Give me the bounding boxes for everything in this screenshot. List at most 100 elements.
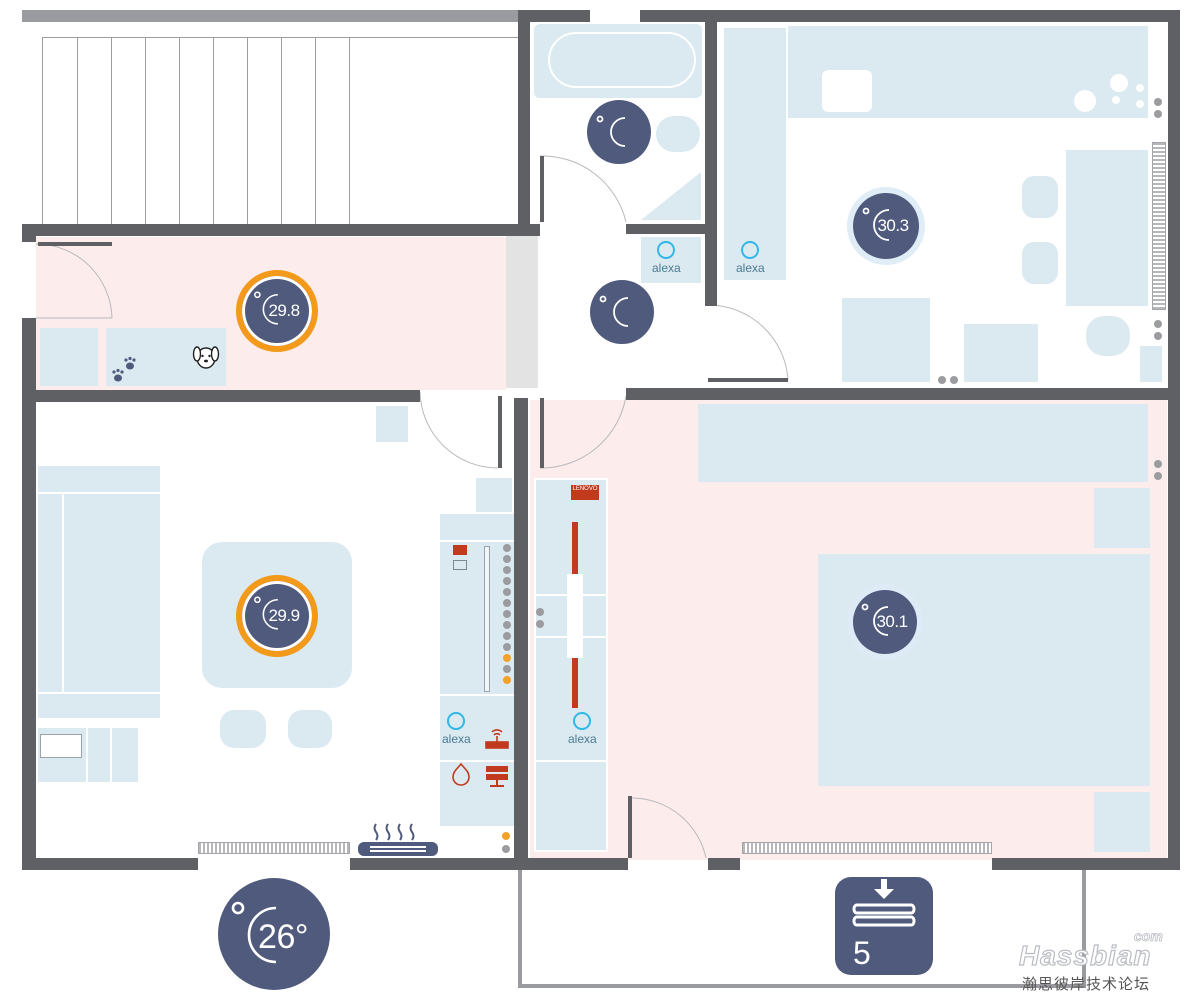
dining-chair [1022, 242, 1058, 284]
alexa-icon[interactable]: alexa [736, 241, 765, 275]
wall [708, 858, 740, 870]
stove-burner [1110, 74, 1128, 92]
thermostat-value: 29.8 [268, 301, 300, 320]
tv-screen [484, 546, 490, 692]
network-switch-icon[interactable] [484, 764, 510, 790]
thermostat-icon [596, 115, 626, 147]
stove-burner [1112, 96, 1120, 104]
sensor-dot[interactable] [1154, 98, 1162, 106]
thermostat-kitchen[interactable]: 30.3 [853, 193, 919, 259]
alexa-label: alexa [568, 732, 597, 746]
stair-step [315, 37, 316, 225]
stair-step [213, 37, 214, 225]
pouf [220, 710, 266, 748]
side-cabinet-divider [86, 728, 88, 782]
thermostat-value: 30.3 [877, 216, 909, 235]
stove-burner [1074, 90, 1096, 112]
sensor-dot[interactable] [1154, 110, 1162, 118]
balcony-rail [518, 870, 522, 988]
vacuum-count: 5 [853, 935, 871, 971]
kitchen-bin [1140, 346, 1162, 382]
sensor-dot[interactable] [503, 599, 511, 607]
wall [22, 858, 198, 870]
radiator [742, 842, 992, 854]
sensor-dot[interactable] [503, 588, 511, 596]
sensor-dot[interactable] [503, 621, 511, 629]
tv-cabinet-divider [440, 760, 514, 762]
wall [350, 858, 628, 870]
sensor-dot[interactable] [503, 610, 511, 618]
sensor-dot[interactable] [503, 544, 511, 552]
alexa-icon[interactable]: alexa [652, 241, 681, 275]
sensor-dot[interactable] [503, 665, 511, 673]
thermostat-value: 29.9 [268, 606, 300, 625]
sofa-cushion-line [38, 492, 160, 494]
small-table [376, 406, 408, 442]
sensor-dot[interactable] [503, 566, 511, 574]
thermostat-bathroom[interactable] [587, 100, 651, 164]
stove-burner [1136, 100, 1144, 108]
paw-print-icon [112, 356, 136, 382]
sensor-dot[interactable] [1154, 320, 1162, 328]
media-device-red[interactable] [453, 545, 467, 555]
sensor-dot[interactable] [536, 620, 544, 628]
tv-brand: LENOVO [572, 486, 598, 492]
radiator [1152, 142, 1166, 310]
sensor-dot[interactable] [950, 376, 958, 384]
router-icon[interactable] [484, 726, 510, 750]
stair-step [42, 37, 43, 225]
thermostat-bedroom[interactable]: 30.1 [853, 590, 917, 654]
sensor-dot[interactable] [938, 376, 946, 384]
sensor-dot-active[interactable] [502, 832, 510, 840]
wardrobe [534, 478, 608, 852]
shoe-cabinet [40, 328, 98, 386]
thermostat-corridor[interactable] [590, 280, 654, 344]
balcony-rail [518, 984, 1086, 988]
thermostat-outdoor[interactable]: 26° [218, 878, 330, 990]
vacuum-dock-tile[interactable]: 5 [835, 877, 933, 975]
sensor-strip [503, 544, 513, 694]
balcony-rail [1082, 870, 1086, 988]
sensor-dot[interactable] [503, 632, 511, 640]
sensor-dot[interactable] [1154, 472, 1162, 480]
media-device[interactable] [453, 560, 467, 570]
sofa-cushion-line [38, 692, 160, 694]
stair-top-rail [42, 37, 520, 38]
side-cabinet-divider [110, 728, 112, 782]
tv-cabinet-divider [440, 694, 514, 696]
stair-step [111, 37, 112, 225]
sensor-dot[interactable] [503, 555, 511, 563]
dog-icon[interactable] [190, 342, 222, 372]
sensor-dot-active[interactable] [503, 654, 511, 662]
sensor-dot[interactable] [503, 643, 511, 651]
wall [626, 224, 708, 234]
heater-icon[interactable] [356, 820, 440, 858]
dining-table [1066, 150, 1148, 306]
thermostat-icon [254, 596, 278, 630]
alexa-icon[interactable]: alexa [568, 712, 597, 746]
wardrobe-divider [534, 760, 608, 762]
stair-step [145, 37, 146, 225]
alexa-label: alexa [442, 732, 471, 746]
kitchen-stool [1086, 316, 1130, 356]
thermostat-hallway[interactable]: 29.8 [236, 270, 318, 352]
tv-icon[interactable]: LENOVO [571, 485, 599, 500]
thermostat-living-room[interactable]: 29.9 [236, 575, 318, 657]
alexa-ring-icon [657, 241, 676, 259]
alexa-ring-icon [447, 712, 466, 730]
stair-step [349, 37, 350, 225]
sensor-dot[interactable] [503, 577, 511, 585]
thermostat-value: 30.1 [876, 612, 908, 631]
thermostat-icon [861, 603, 889, 636]
sensor-dot[interactable] [1154, 460, 1162, 468]
alexa-icon[interactable]: alexa [442, 712, 471, 746]
sensor-dot[interactable] [502, 845, 510, 853]
alexa-label: alexa [736, 261, 765, 275]
tv-cabinet-divider [440, 540, 514, 542]
sensor-dot-active[interactable] [503, 676, 511, 684]
thermostat-icon [862, 207, 890, 241]
sensor-dot[interactable] [536, 608, 544, 616]
sensor-dot[interactable] [1154, 332, 1162, 340]
heater-icon[interactable] [450, 762, 472, 786]
wall [518, 10, 590, 22]
